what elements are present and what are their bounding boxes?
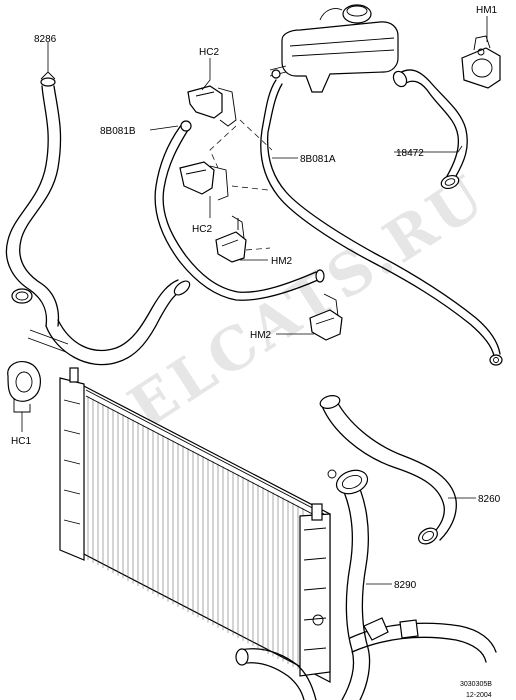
hm2-bracket-mid[interactable] — [215, 215, 247, 263]
watermark-text: ELCATS.RU — [117, 161, 499, 442]
label-8b081a: 8B081A — [300, 154, 336, 165]
hc1-clamp[interactable] — [7, 288, 41, 413]
hose-8b081b[interactable] — [154, 120, 325, 301]
hose-8b081a[interactable] — [260, 79, 503, 366]
drawing-ref-date: 12-2004 — [466, 692, 492, 699]
drawing-ref-code: 3030305B — [460, 681, 492, 688]
label-hc2-mid: HC2 — [192, 224, 212, 235]
label-hc2-top: HC2 — [199, 47, 219, 58]
hc2-clip-top[interactable] — [187, 85, 237, 127]
label-hm1: HM1 — [476, 5, 498, 16]
hc2-clip-mid[interactable] — [179, 161, 229, 201]
label-8260: 8260 — [478, 494, 501, 505]
hm1-bracket[interactable] — [461, 35, 501, 89]
hose-8290[interactable] — [235, 466, 497, 700]
hose-18472[interactable] — [391, 69, 468, 191]
hose-8260[interactable] — [319, 394, 457, 547]
label-hm2-mid: HM2 — [271, 256, 293, 267]
radiator[interactable] — [59, 367, 331, 683]
label-8290: 8290 — [394, 580, 417, 591]
label-8286: 8286 — [34, 34, 57, 45]
watermark: ELCATS.RU — [117, 161, 499, 442]
label-hm2-low: HM2 — [250, 330, 272, 341]
hose-8286[interactable] — [5, 71, 192, 366]
label-hc1: HC1 — [11, 436, 31, 447]
leader-lines — [21, 16, 488, 585]
radiator-fins — [87, 396, 304, 672]
expansion-tank[interactable] — [269, 4, 399, 93]
label-18472: 18472 — [396, 148, 424, 159]
hm2-bracket-low[interactable] — [309, 293, 343, 341]
label-8b081b: 8B081B — [100, 126, 136, 137]
